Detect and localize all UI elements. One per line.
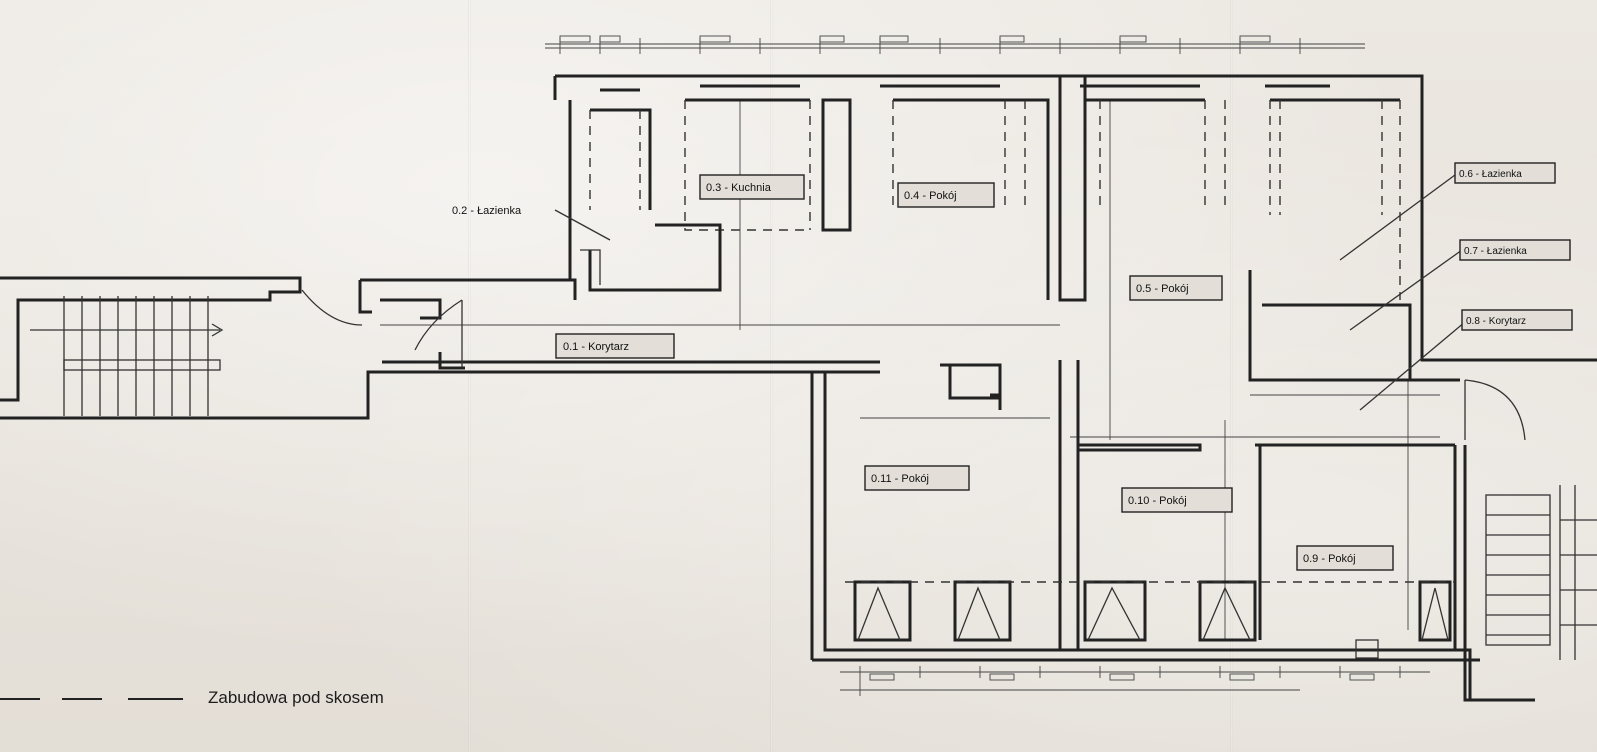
paper-fold <box>1230 0 1233 752</box>
outer-walls <box>553 74 1597 700</box>
room-label-text: 0.9 - Pokój <box>1303 553 1356 565</box>
room-label-0.10: 0.10 - Pokój <box>1121 487 1233 513</box>
paper-fold <box>770 0 773 752</box>
roof-windows <box>845 580 1455 642</box>
room-label-text: 0.4 - Pokój <box>904 190 957 202</box>
room-label-0.2: 0.2 - Łazienka <box>452 205 522 217</box>
room-label-0.9: 0.9 - Pokój <box>1296 545 1394 571</box>
room-label-text: 0.10 - Pokój <box>1128 495 1187 507</box>
sloped-ceiling-zones <box>580 84 1401 300</box>
room-label-text: 0.6 - Łazienka <box>1459 169 1522 180</box>
paper-fold <box>468 0 471 752</box>
dimension-lines <box>380 38 1440 696</box>
room-label-0.1: 0.1 - Korytarz <box>555 333 675 359</box>
room-label-0.5: 0.5 - Pokój <box>1129 275 1223 301</box>
room-label-text: 0.3 - Kuchnia <box>706 182 772 194</box>
room-label-0.11: 0.11 - Pokój <box>864 465 970 491</box>
legend-dash-segment <box>62 698 102 700</box>
legend-dash-segment <box>128 698 183 700</box>
leader-lines <box>554 174 1466 411</box>
room-label-0.8: 0.8 - Korytarz <box>1461 309 1573 331</box>
room-label-0.6: 0.6 - Łazienka <box>1454 162 1556 184</box>
legend-label: Zabudowa pod skosem <box>208 688 384 707</box>
room-label-0.4: 0.4 - Pokój <box>897 182 995 208</box>
dimension-marks <box>559 35 1375 681</box>
stairwell-right <box>1463 445 1597 702</box>
room-label-0.3: 0.3 - Kuchnia <box>699 174 805 200</box>
room-label-text: 0.2 - Łazienka <box>452 205 522 217</box>
room-label-text: 0.1 - Korytarz <box>563 341 629 353</box>
room-label-text: 0.5 - Pokój <box>1136 283 1189 295</box>
legend-dash-segment <box>0 698 40 700</box>
room-label-text: 0.7 - Łazienka <box>1464 246 1527 257</box>
stairwell-left <box>0 276 382 420</box>
room-label-text: 0.8 - Korytarz <box>1466 316 1526 327</box>
corridor-0.1-walls <box>358 278 880 374</box>
room-label-0.7: 0.7 - Łazienka <box>1459 239 1571 261</box>
room-label-text: 0.11 - Pokój <box>871 473 929 485</box>
